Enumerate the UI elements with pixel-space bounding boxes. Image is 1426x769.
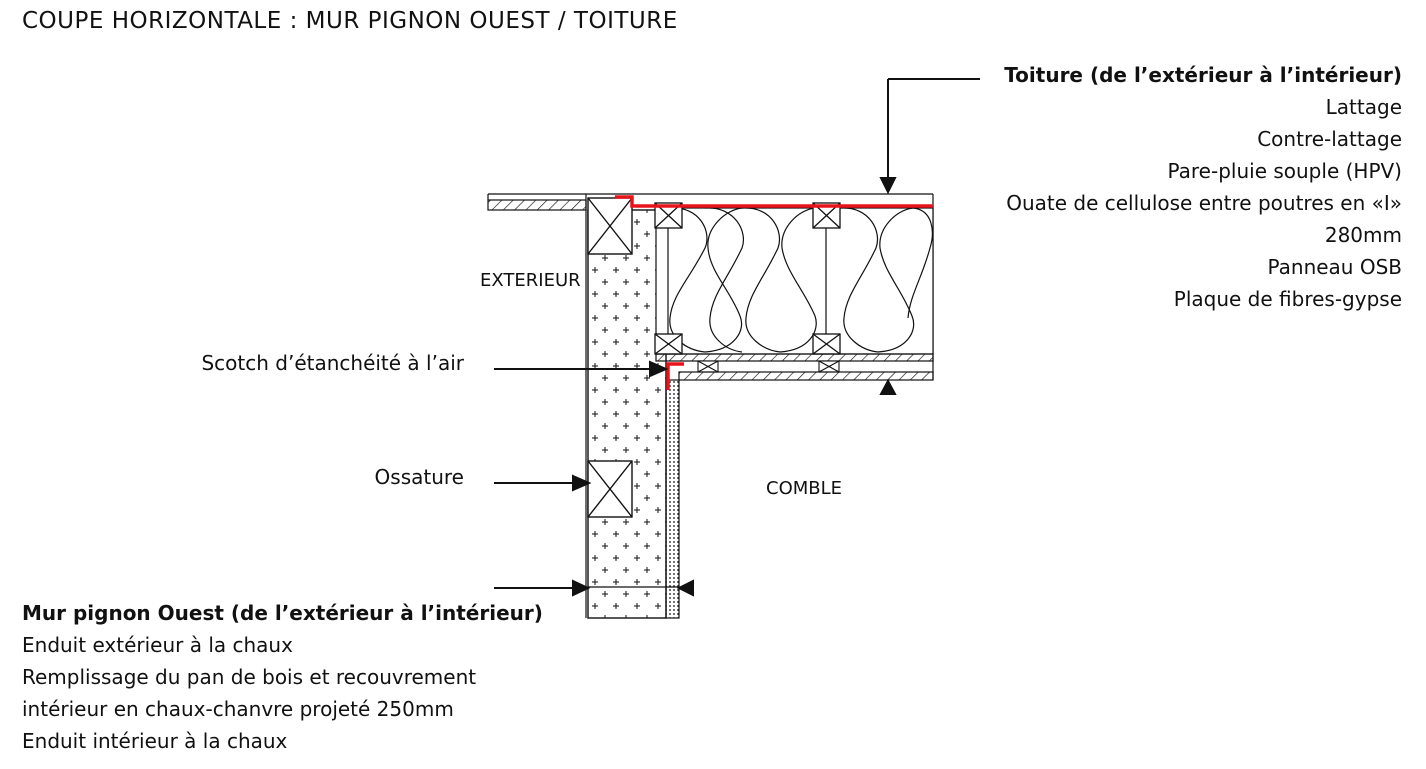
roof-legend: Toiture (de l’extérieur à l’intérieur) L…	[1004, 59, 1402, 315]
wall-layer: Remplissage du pan de bois et recouvreme…	[22, 665, 477, 689]
wall-heading: Mur pignon Ouest (de l’extérieur à l’int…	[22, 601, 543, 625]
wall-layer: Enduit extérieur à la chaux	[22, 633, 293, 657]
air-barrier	[615, 195, 933, 390]
roof-layer: Panneau OSB	[1267, 255, 1402, 279]
wall-legend: Mur pignon Ouest (de l’extérieur à l’int…	[22, 597, 543, 757]
roof-overhang-board	[487, 199, 587, 211]
osb-panel	[655, 353, 934, 362]
roof-callout	[879, 78, 980, 395]
fibre-gypsum-board	[678, 371, 934, 381]
wall-inner-render	[665, 379, 680, 619]
roof-layer: Ouate de cellulose entre poutres en «I»	[1006, 191, 1402, 215]
wall-callout	[494, 579, 694, 597]
attic-label: COMBLE	[766, 478, 843, 499]
wall-layer: Enduit intérieur à la chaux	[22, 729, 288, 753]
roof-insulation-zone	[655, 207, 934, 355]
roof-layer: 280mm	[1324, 223, 1402, 247]
frame-label: Ossature	[374, 465, 464, 489]
roof-heading: Toiture (de l’extérieur à l’intérieur)	[1004, 63, 1402, 87]
wall-hemp-lime-fill	[587, 209, 667, 619]
air-tape-arrow	[494, 360, 669, 378]
page-title: COUPE HORIZONTALE : MUR PIGNON OUEST / T…	[22, 8, 678, 34]
exterior-label: EXTERIEUR	[480, 270, 581, 291]
wall-layer: intérieur en chaux-chanvre projeté 250mm	[22, 697, 454, 721]
roof-layer: Pare-pluie souple (HPV)	[1167, 159, 1402, 183]
roof-layer: Contre-lattage	[1257, 127, 1402, 151]
air-tape-label: Scotch d’étanchéité à l’air	[201, 351, 464, 375]
frame-arrow	[494, 474, 592, 492]
roof-layer: Plaque de fibres-gypse	[1173, 287, 1402, 311]
wall-stud	[587, 460, 633, 518]
wall-top-plate	[587, 197, 633, 255]
cellulose-insulation	[669, 207, 933, 353]
roof-layer: Lattage	[1325, 95, 1402, 119]
